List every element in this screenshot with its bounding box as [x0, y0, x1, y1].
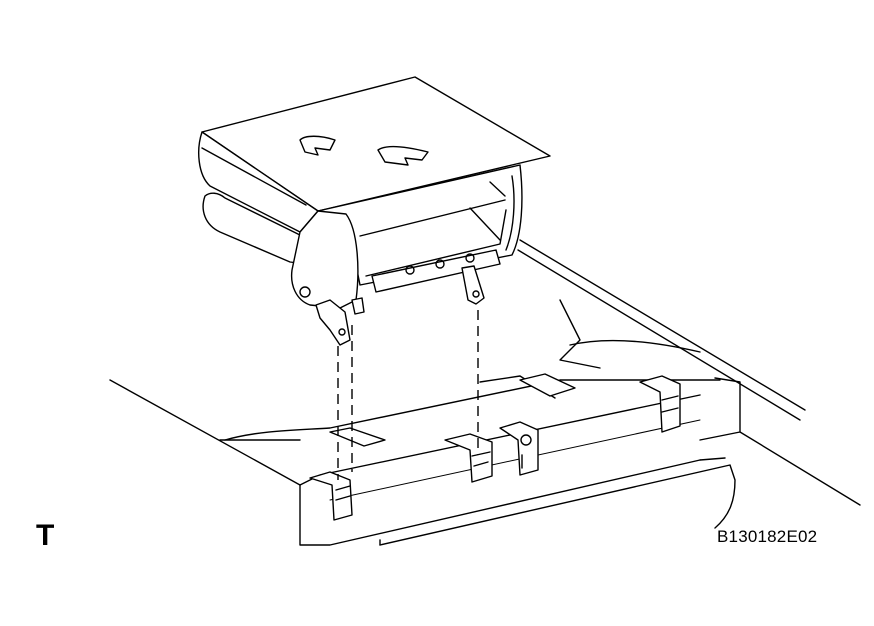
- floor-striker-left: [309, 471, 353, 521]
- seat-assembly: [198, 76, 551, 346]
- floor-striker-center-right: [499, 421, 539, 476]
- floor-striker-right: [639, 375, 681, 433]
- corner-mark-label: T: [36, 519, 55, 552]
- floor-striker-center: [444, 433, 493, 483]
- alignment-guides: [337, 310, 479, 480]
- floor-slot-center: [519, 373, 576, 397]
- floor-panel: [109, 239, 861, 546]
- illustration-id-label: B130182E02: [717, 527, 818, 546]
